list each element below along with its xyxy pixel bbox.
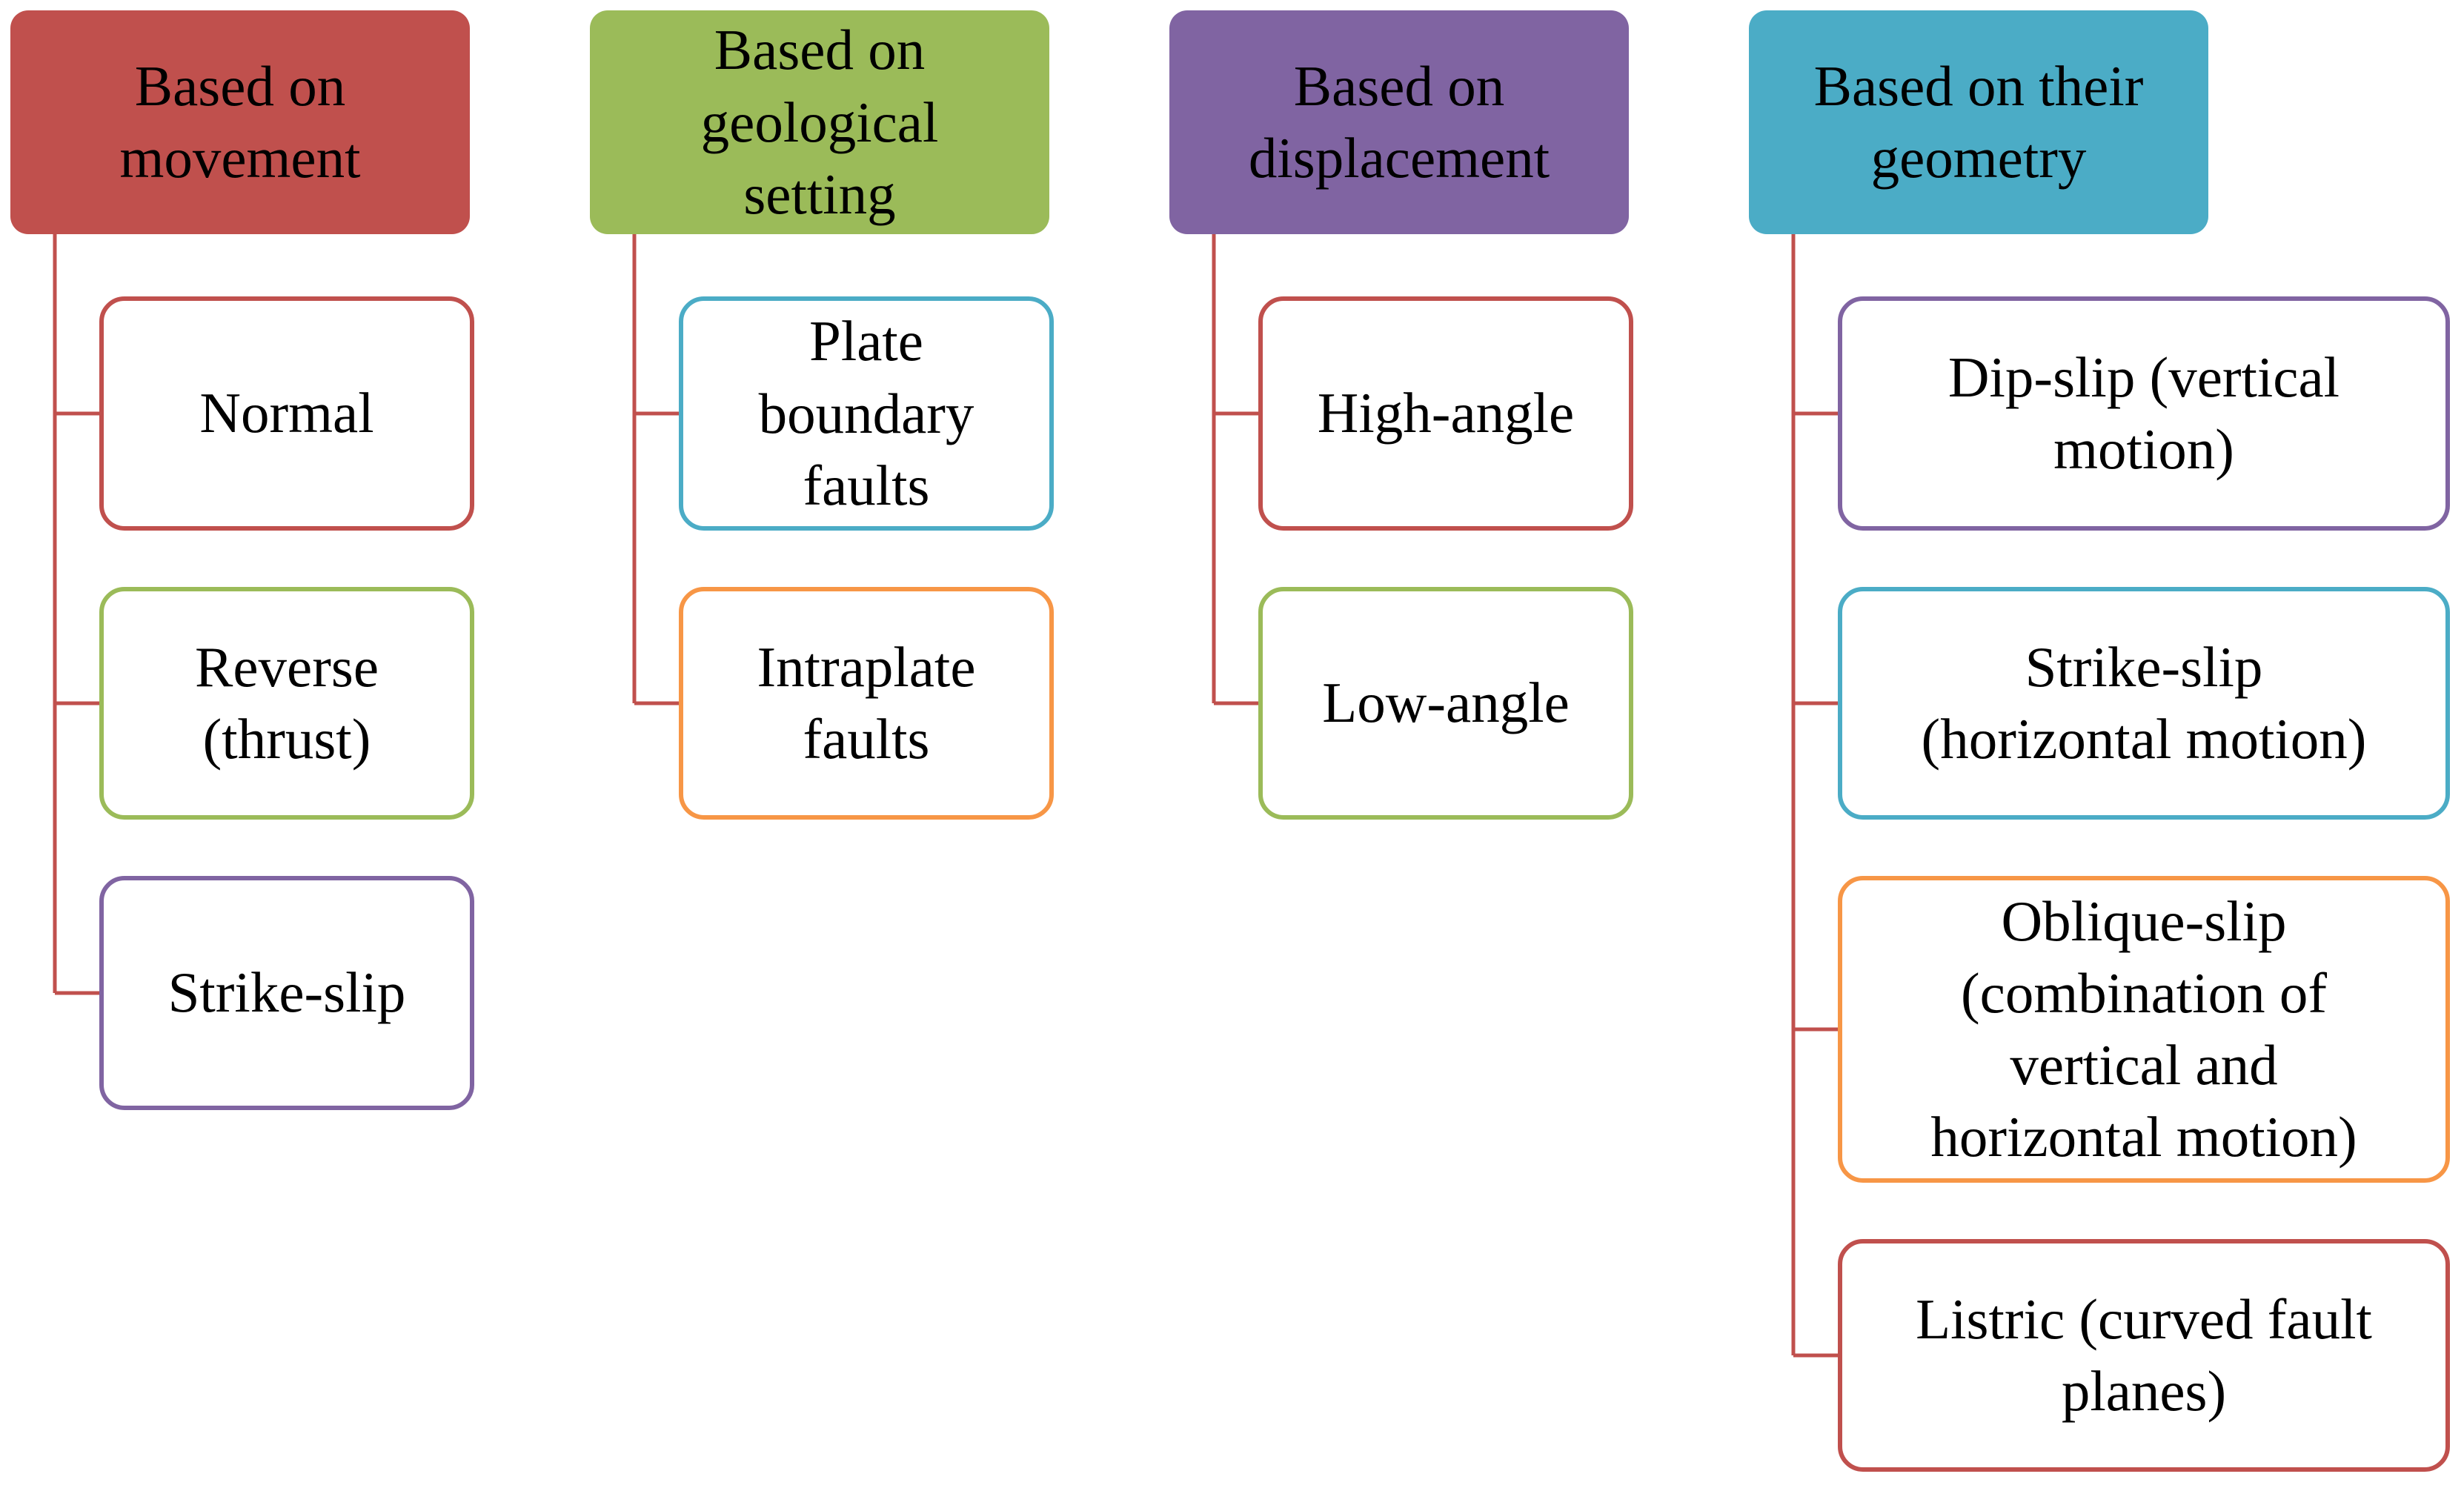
node-label: Low-angle: [1322, 671, 1570, 735]
node-label: Normal: [199, 381, 374, 445]
node-label: Strike-slip (horizontal motion): [1921, 634, 2367, 771]
node-low-angle: Low-angle: [1258, 587, 1633, 820]
node-oblique-slip: Oblique-slip (combination of vertical an…: [1838, 876, 2450, 1183]
header-label: Based on displacement: [1248, 53, 1550, 190]
node-label: Dip-slip (vertical motion): [1947, 345, 2340, 481]
node-label: Listric (curved fault planes): [1916, 1286, 2372, 1423]
node-label: Intraplate faults: [757, 634, 976, 771]
node-dip-slip: Dip-slip (vertical motion): [1838, 296, 2450, 531]
node-label: Oblique-slip (combination of vertical an…: [1930, 889, 2357, 1169]
node-strike-slip-horizontal: Strike-slip (horizontal motion): [1838, 587, 2450, 820]
header-label: Based on movement: [119, 53, 361, 190]
header-label: Based on geological setting: [700, 18, 939, 226]
node-normal: Normal: [99, 296, 474, 531]
node-label: Strike-slip: [167, 960, 406, 1025]
header-based-on-geological-setting: Based on geological setting: [590, 10, 1049, 234]
node-label: Plate boundary faults: [758, 309, 974, 517]
node-label: Reverse (thrust): [195, 634, 379, 771]
header-label: Based on their geometry: [1813, 53, 2144, 190]
node-label: High-angle: [1317, 381, 1575, 445]
node-intraplate-faults: Intraplate faults: [679, 587, 1054, 820]
header-based-on-geometry: Based on their geometry: [1749, 10, 2208, 234]
node-strike-slip: Strike-slip: [99, 876, 474, 1110]
node-plate-boundary-faults: Plate boundary faults: [679, 296, 1054, 531]
node-listric: Listric (curved fault planes): [1838, 1239, 2450, 1472]
header-based-on-movement: Based on movement: [10, 10, 470, 234]
node-high-angle: High-angle: [1258, 296, 1633, 531]
node-reverse-thrust: Reverse (thrust): [99, 587, 474, 820]
header-based-on-displacement: Based on displacement: [1169, 10, 1629, 234]
